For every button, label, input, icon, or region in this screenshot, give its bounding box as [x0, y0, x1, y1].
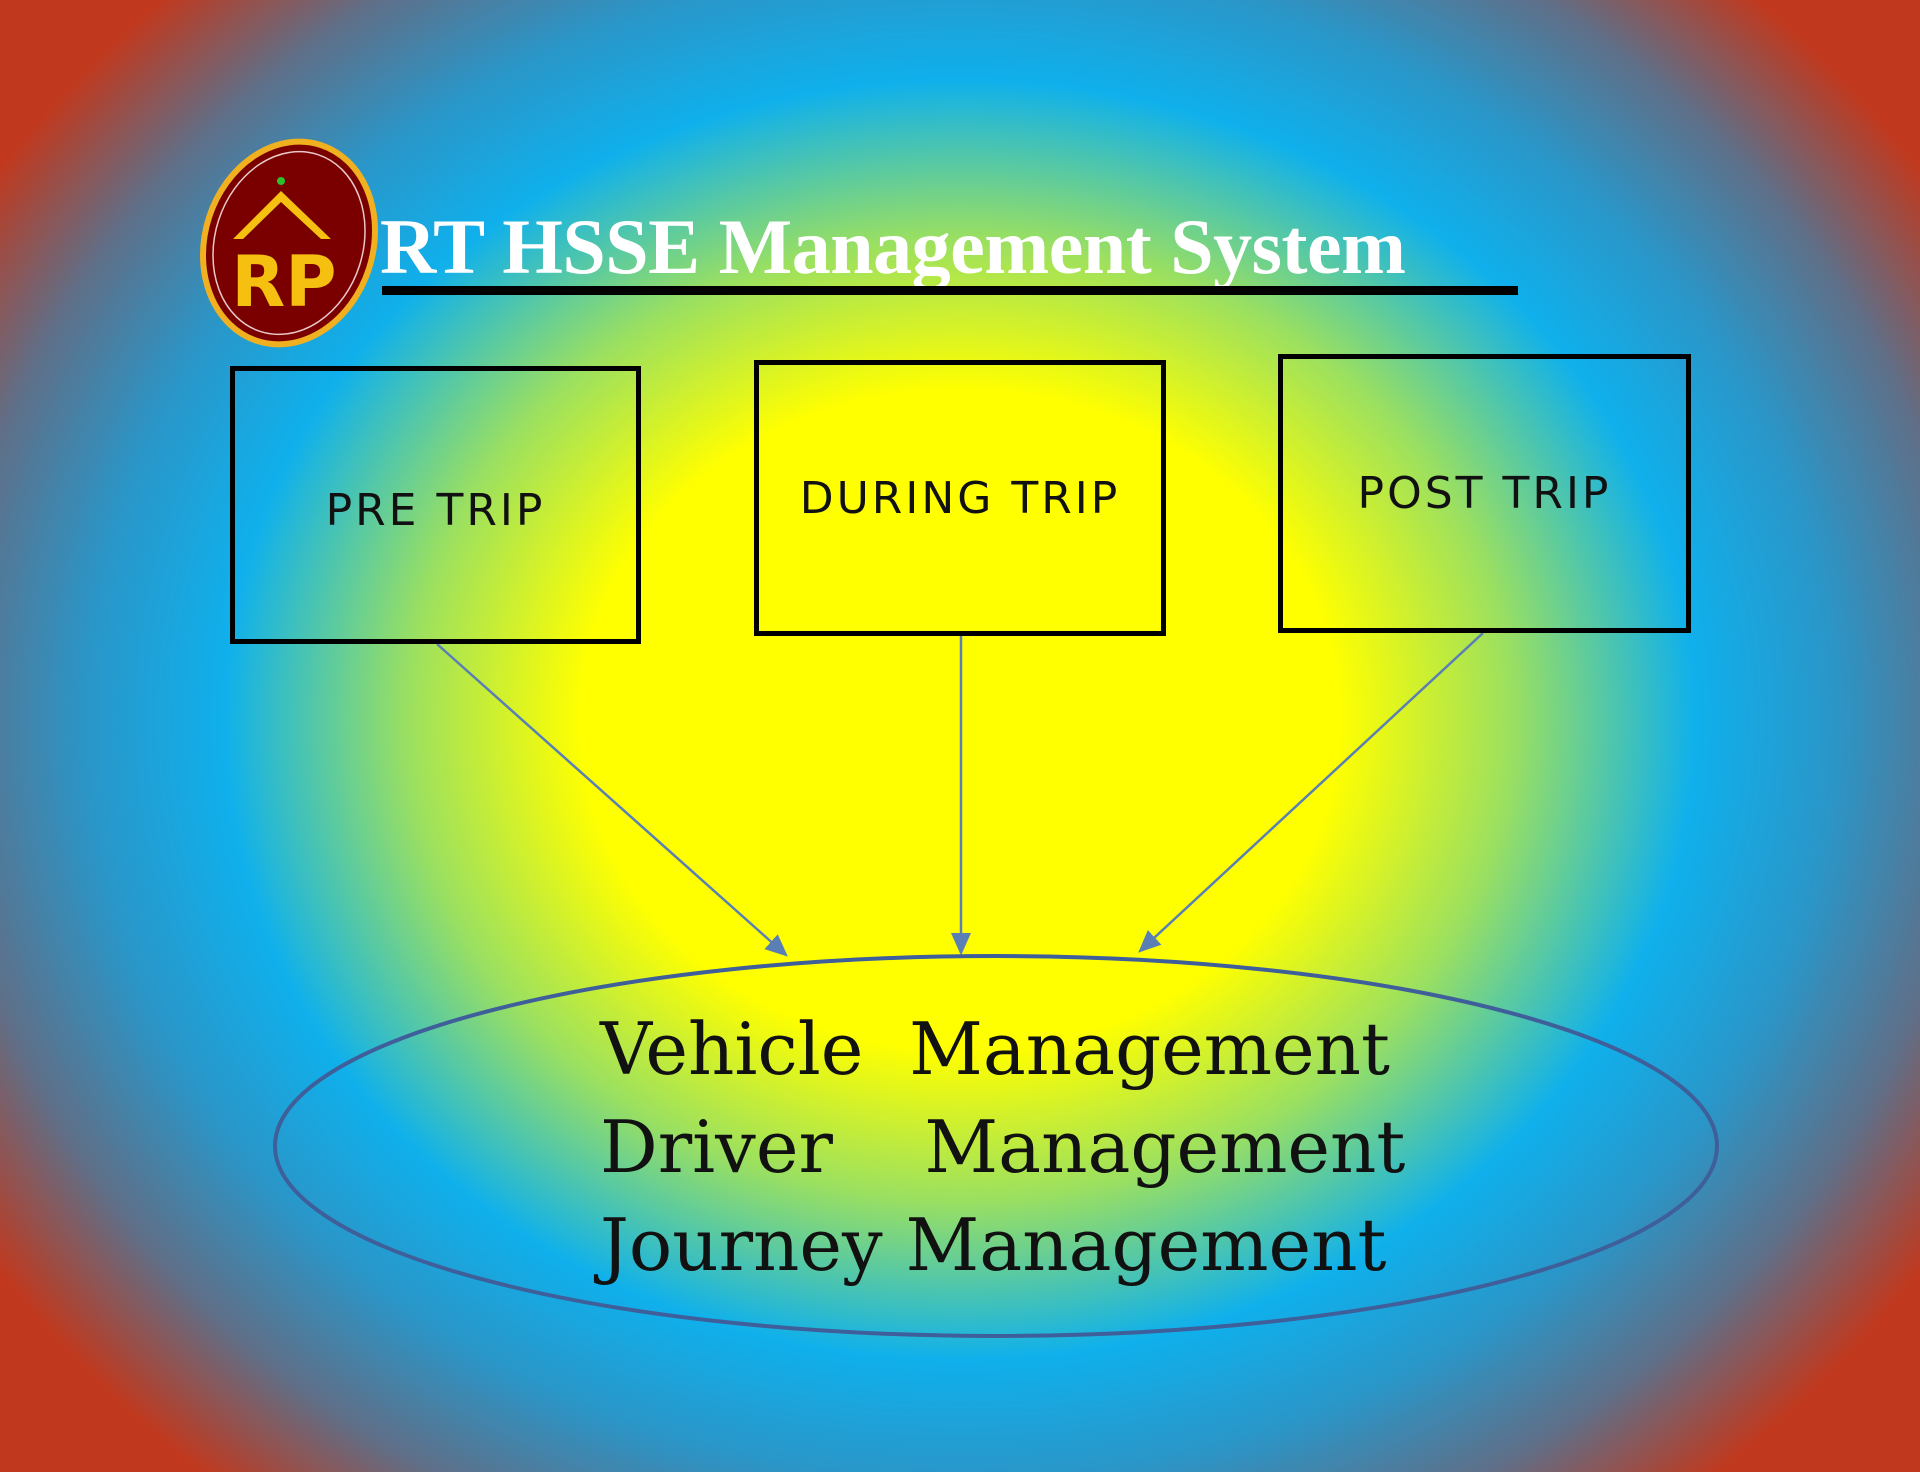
- post-trip-label: POST TRIP: [1357, 468, 1612, 519]
- during-trip-box: DURING TRIP: [754, 360, 1166, 636]
- management-ellipse: [273, 954, 1719, 1338]
- vehicle-management: Vehicle Management: [600, 1007, 1390, 1091]
- svg-text:RP: RP: [231, 241, 336, 323]
- pre-trip-label: PRE TRIP: [325, 484, 546, 536]
- driver-management: Driver Management: [600, 1105, 1406, 1189]
- management-list: Vehicle Management Driver Management Jou…: [600, 1000, 1406, 1294]
- arrow-post-trip: [1138, 632, 1484, 953]
- rp-logo: RP: [200, 138, 378, 348]
- page-title: RT HSSE Management System: [380, 203, 1406, 290]
- during-trip-label: DURING TRIP: [799, 472, 1121, 524]
- title-underline: [382, 286, 1518, 295]
- arrow-pre-trip: [436, 643, 788, 957]
- post-trip-box: POST TRIP: [1278, 354, 1691, 633]
- journey-management: Journey Management: [600, 1203, 1387, 1287]
- pre-trip-box: PRE TRIP: [230, 366, 641, 644]
